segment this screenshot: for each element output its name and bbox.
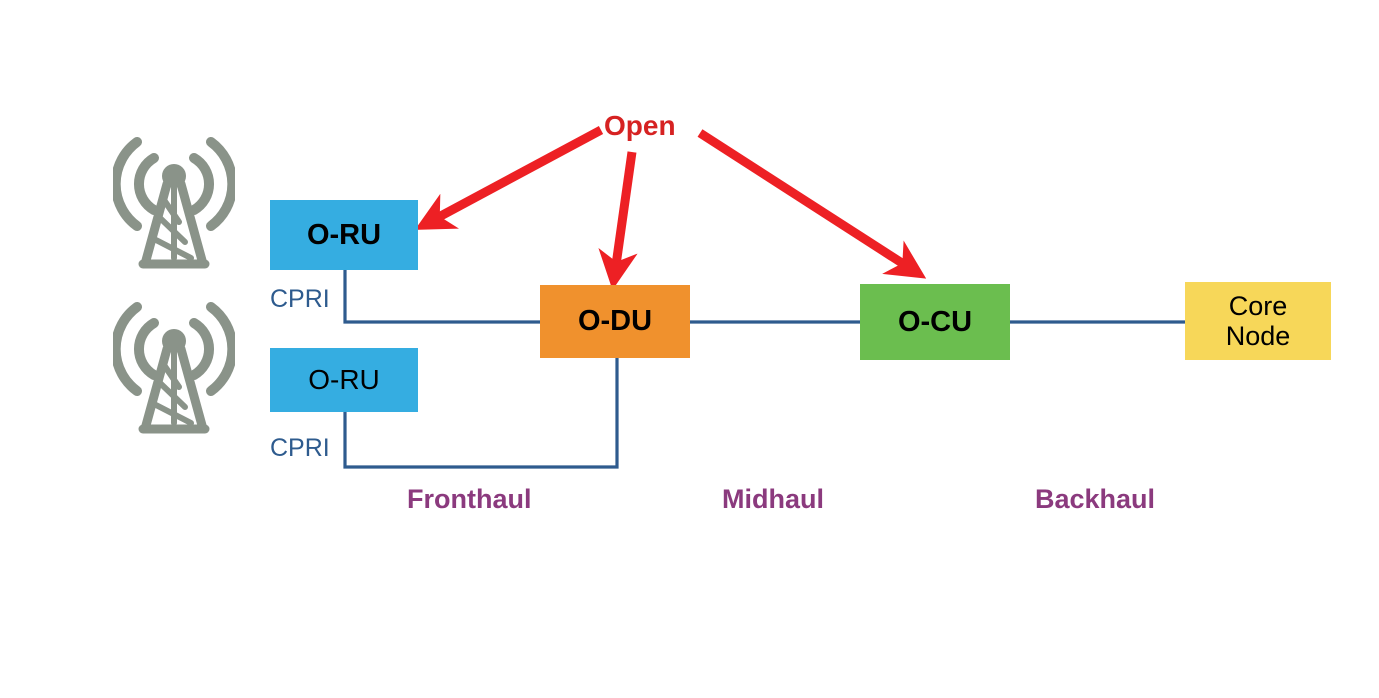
node-oru-top-label: O-RU	[306, 218, 382, 251]
node-oru-top[interactable]: O-RU	[270, 200, 418, 270]
open-arrow-to-oru	[414, 126, 604, 230]
node-core[interactable]: Core Node	[1185, 282, 1331, 360]
segment-label-backhaul: Backhaul	[1035, 484, 1156, 514]
node-oru-bottom[interactable]: O-RU	[270, 348, 418, 412]
node-ocu-label: O-CU	[897, 305, 973, 338]
node-ocu[interactable]: O-CU	[860, 284, 1010, 360]
node-oru-bottom-label: O-RU	[308, 364, 380, 396]
node-odu-label: O-DU	[577, 305, 653, 338]
segment-label-fronthaul: Fronthaul	[407, 484, 532, 514]
link-oru-top-to-odu	[343, 270, 540, 324]
node-core-label-line1: Core	[1228, 290, 1288, 321]
segment-label-midhaul: Midhaul	[722, 484, 824, 514]
open-arrow-to-ocu	[697, 129, 927, 279]
link-label-cpri-bottom: CPRI	[270, 434, 330, 462]
link-oru-bottom-to-odu	[343, 358, 619, 469]
open-arrow-to-odu	[598, 151, 638, 290]
cell-tower-icon	[113, 302, 235, 434]
link-label-cpri-top: CPRI	[270, 285, 330, 313]
node-odu[interactable]: O-DU	[540, 285, 690, 358]
node-core-label-line2: Node	[1225, 321, 1291, 351]
cell-tower-icon	[113, 137, 235, 269]
open-annotation-label: Open	[604, 110, 676, 141]
